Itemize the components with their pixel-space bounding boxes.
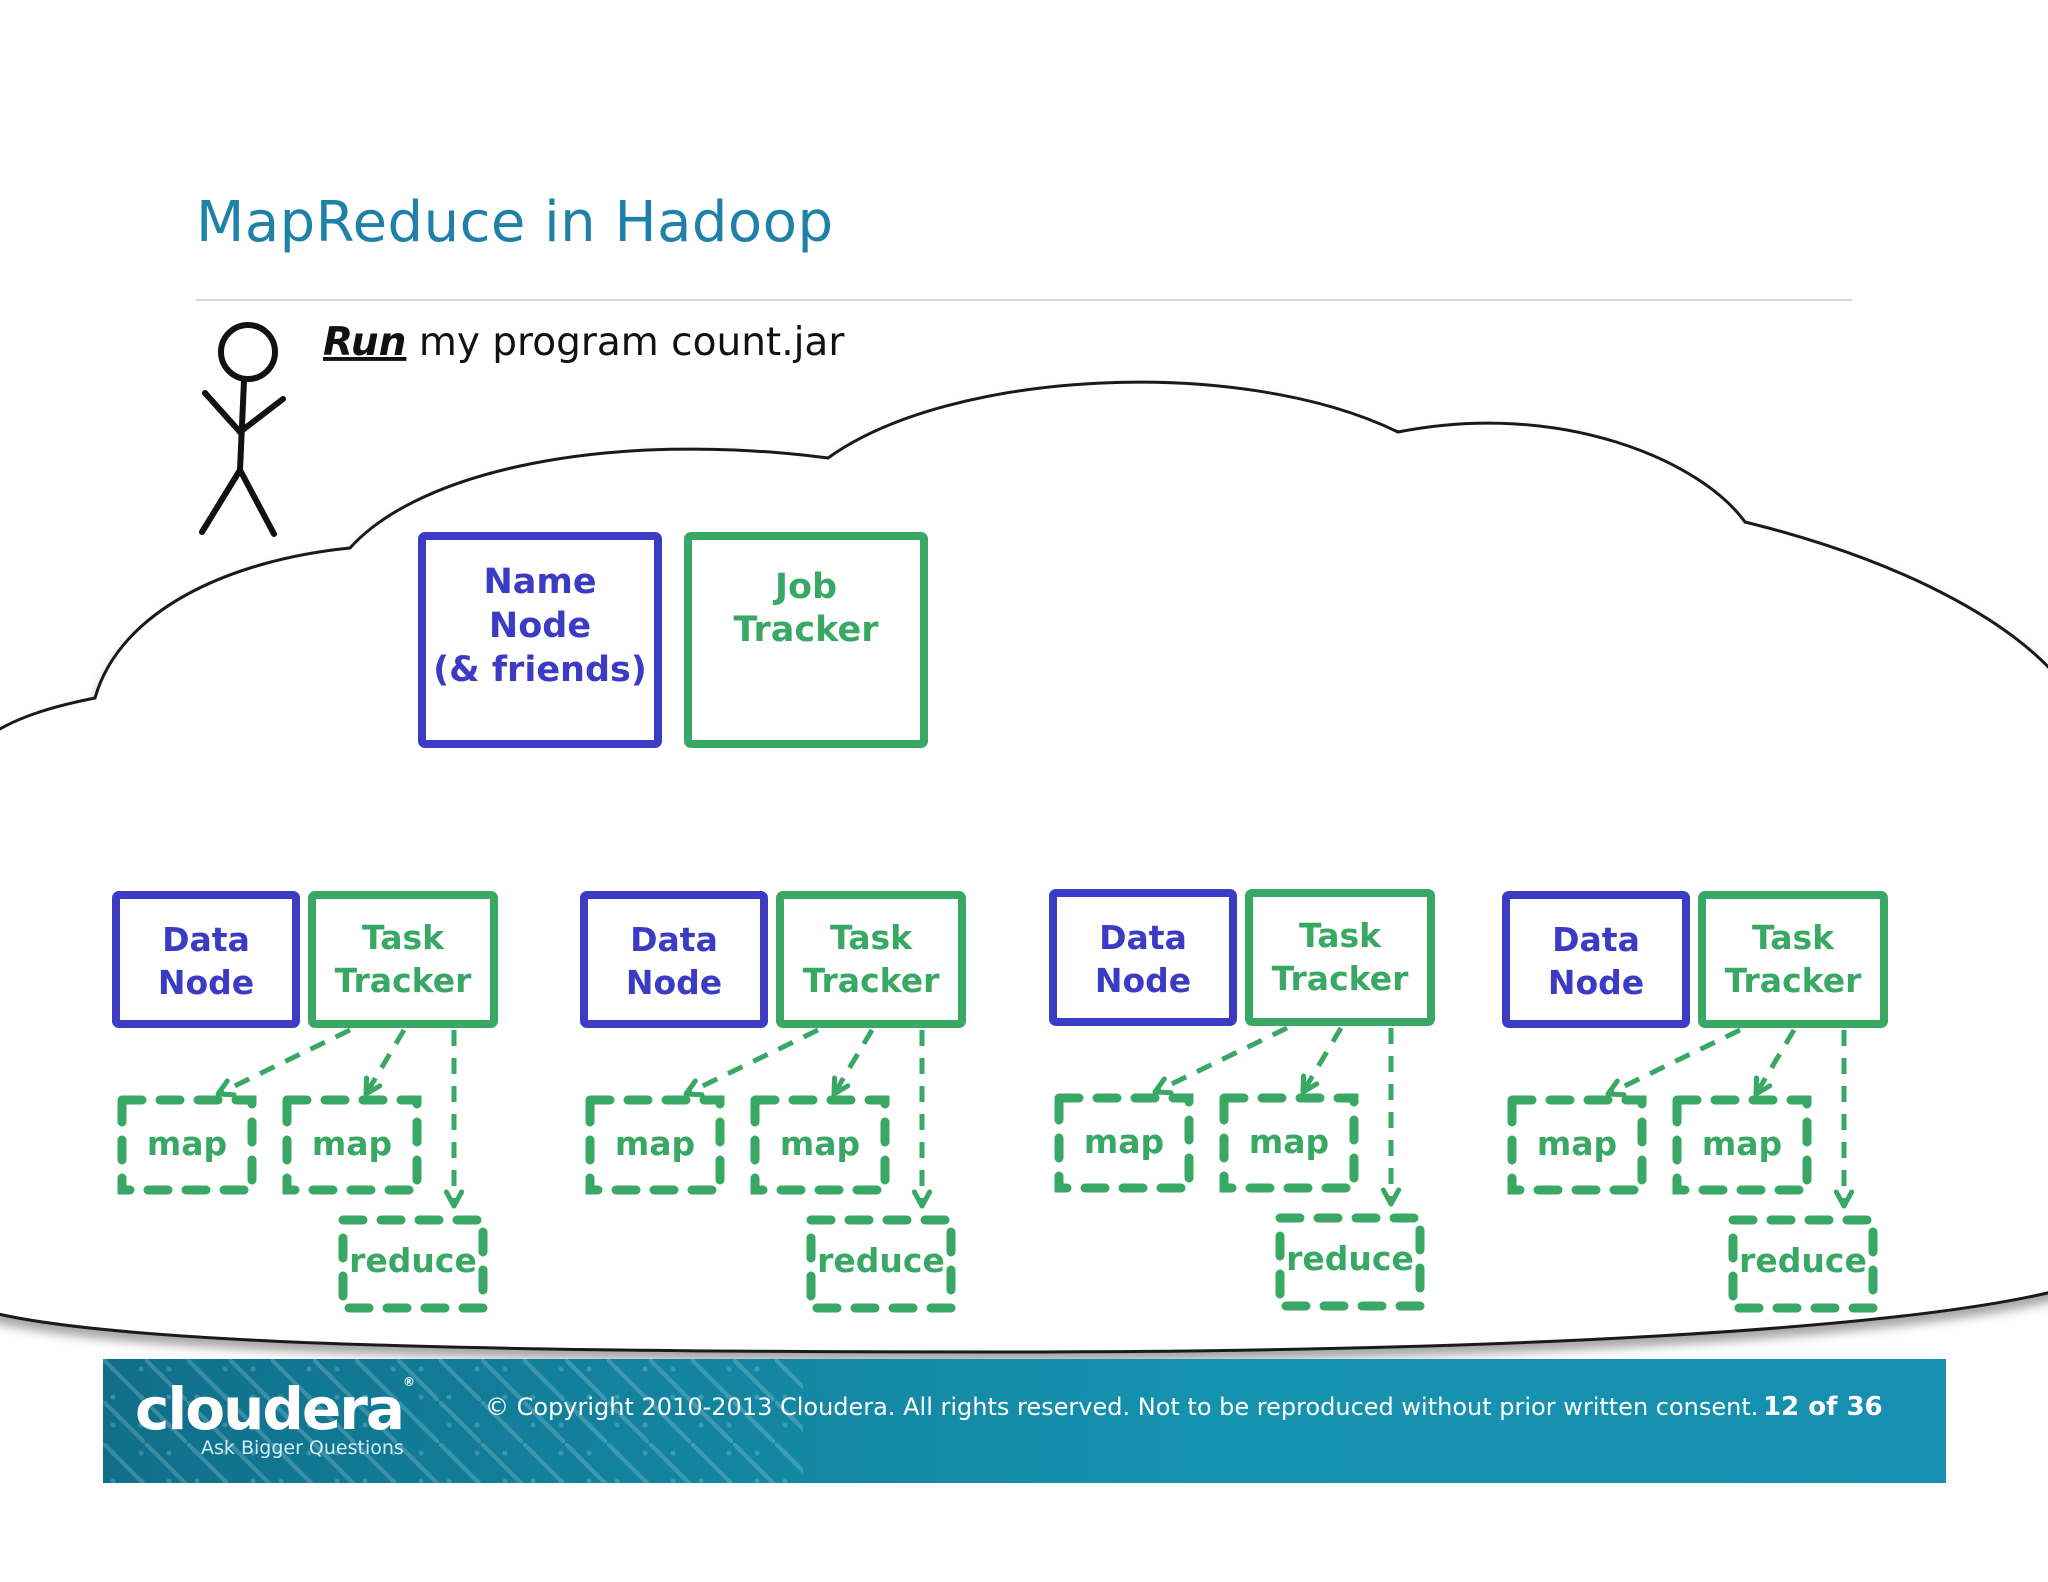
data-node-label-line2: Node: [1548, 963, 1644, 1002]
data-node-label-line2: Node: [158, 963, 254, 1002]
map-task-label: map: [1249, 1122, 1329, 1161]
arrowhead-icon: [363, 1075, 383, 1097]
task-tracker-label-line1: Task: [362, 918, 445, 957]
name-node-label-line2: Node: [489, 606, 591, 646]
arrowhead-icon: [443, 1189, 465, 1209]
page-number: 12 of 36: [1763, 1392, 1883, 1422]
job-tracker-label-line1: Job: [773, 567, 837, 607]
map-task-box: map: [1672, 1095, 1812, 1195]
run-command-text: Run my program count.jar: [323, 320, 845, 365]
title-divider: [196, 299, 1852, 301]
reduce-task-label: reduce: [349, 1241, 477, 1280]
arrowhead-icon: [1152, 1076, 1174, 1096]
cloudera-logo[interactable]: cloudera®: [135, 1375, 415, 1443]
run-verb: Run: [323, 320, 406, 365]
arrowhead-icon: [215, 1078, 237, 1098]
cluster-cloud: [0, 380, 2048, 1354]
copyright-notice: © Copyright 2010-2013 Cloudera. All righ…: [485, 1393, 1759, 1421]
footer-bar: cloudera® Ask Bigger Questions © Copyrig…: [103, 1359, 1946, 1483]
arrowhead-icon: [831, 1075, 851, 1097]
arrowhead-icon: [1300, 1073, 1320, 1095]
task-tracker-label-line2: Tracker: [1272, 959, 1409, 998]
map-assign-arrow: [216, 1027, 352, 1097]
reduce-task-box: reduce: [806, 1215, 956, 1313]
data-node-label-line2: Node: [1095, 961, 1191, 1000]
name-node-label-line3: (& friends): [433, 650, 647, 690]
map-assign-arrow: [1153, 1025, 1289, 1095]
map-assign-arrow: [831, 1028, 875, 1096]
task-tracker-label-line2: Tracker: [1725, 961, 1862, 1000]
map-task-box: map: [117, 1095, 257, 1195]
reduce-task-label: reduce: [817, 1241, 945, 1280]
map-assign-arrow: [1753, 1028, 1797, 1096]
task-tracker-label-line2: Tracker: [335, 961, 472, 1000]
map-task-box: map: [1054, 1093, 1194, 1193]
map-task-label: map: [780, 1124, 860, 1163]
reduce-task-box: reduce: [1728, 1215, 1878, 1313]
task-tracker-label-line1: Task: [830, 918, 913, 957]
map-task-box: map: [585, 1095, 725, 1195]
map-assign-arrow: [363, 1028, 407, 1096]
footer-pattern: [103, 1359, 803, 1483]
data-node-label-line1: Data: [630, 920, 718, 959]
arrowhead-icon: [1605, 1078, 1627, 1098]
map-task-box: map: [1507, 1095, 1647, 1195]
name-node-label-line1: Name: [483, 562, 596, 602]
map-task-box: map: [282, 1095, 422, 1195]
arrowhead-icon: [1380, 1187, 1402, 1207]
reduce-task-label: reduce: [1739, 1241, 1867, 1280]
reduce-task-label: reduce: [1286, 1239, 1414, 1278]
data-node-label-line1: Data: [1099, 918, 1187, 957]
map-task-label: map: [1702, 1124, 1782, 1163]
user-stick-figure-icon: [199, 322, 286, 537]
task-tracker-label-line1: Task: [1299, 916, 1382, 955]
map-task-label: map: [1537, 1124, 1617, 1163]
map-assign-arrow: [684, 1027, 820, 1097]
arrowhead-icon: [1753, 1075, 1773, 1097]
arrowhead-icon: [1833, 1189, 1855, 1209]
data-node-label-line1: Data: [162, 920, 250, 959]
data-node-label-line1: Data: [1552, 920, 1640, 959]
reduce-task-box: reduce: [1275, 1213, 1425, 1311]
map-assign-arrow: [1606, 1027, 1742, 1097]
map-task-label: map: [1084, 1122, 1164, 1161]
map-task-box: map: [1219, 1093, 1359, 1193]
run-command-rest: my program count.jar: [406, 320, 845, 365]
job-tracker-box: Job Tracker: [684, 532, 928, 748]
name-node-box: Name Node (& friends): [418, 532, 662, 748]
data-node-label-line2: Node: [626, 963, 722, 1002]
task-tracker-label-line1: Task: [1752, 918, 1835, 957]
reduce-task-box: reduce: [338, 1215, 488, 1313]
slide-title: MapReduce in Hadoop: [196, 190, 834, 255]
map-task-box: map: [750, 1095, 890, 1195]
map-assign-arrow: [1300, 1026, 1344, 1094]
map-task-label: map: [615, 1124, 695, 1163]
arrowhead-icon: [911, 1189, 933, 1209]
map-task-label: map: [312, 1124, 392, 1163]
job-tracker-label-line2: Tracker: [734, 610, 880, 650]
arrowhead-icon: [683, 1078, 705, 1098]
task-tracker-label-line2: Tracker: [803, 961, 940, 1000]
map-task-label: map: [147, 1124, 227, 1163]
logo-tagline: Ask Bigger Questions: [201, 1437, 404, 1459]
logo-text: cloudera: [135, 1375, 405, 1443]
logo-registered-mark: ®: [403, 1375, 415, 1389]
